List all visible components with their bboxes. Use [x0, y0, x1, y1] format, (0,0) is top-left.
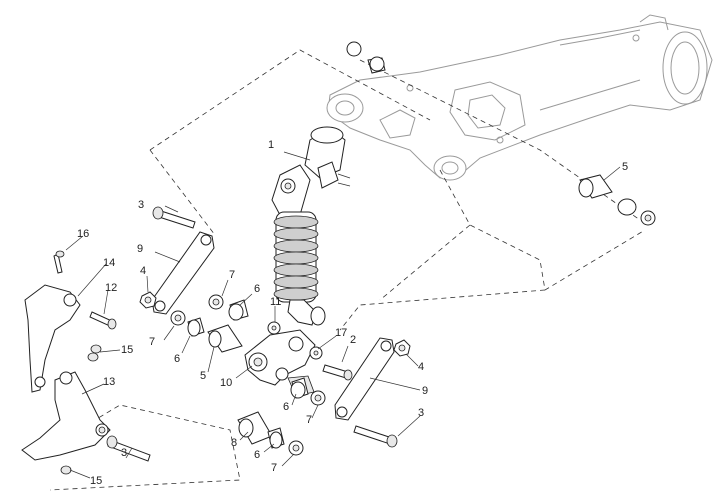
- callout-3: 3: [121, 447, 127, 459]
- left-bushings: [170, 294, 323, 360]
- nuts: [139, 291, 411, 357]
- callout-17: 17: [335, 327, 347, 339]
- callout-3: 3: [418, 407, 424, 419]
- callout-4: 4: [418, 361, 424, 373]
- callout-2: 2: [350, 334, 356, 346]
- footrest-bracket-upper: [24, 284, 81, 393]
- callout-14: 14: [103, 257, 115, 269]
- callout-10: 10: [220, 377, 232, 389]
- callout-7: 7: [271, 462, 277, 474]
- callout-9: 9: [137, 243, 143, 255]
- callout-5: 5: [200, 370, 206, 382]
- callout-7: 7: [149, 336, 155, 348]
- shock-spring: [273, 215, 319, 301]
- callout-labels: 1 3 9 4 7 6 7 6 5 10 11 17 2 4 9 3 6 7 8…: [77, 139, 628, 487]
- callout-16: 16: [77, 228, 89, 240]
- callout-15: 15: [90, 475, 102, 487]
- callout-12: 12: [105, 282, 117, 294]
- top-bushing: [346, 41, 386, 74]
- callout-8: 8: [231, 437, 237, 449]
- bolts: [53, 206, 398, 475]
- shock-absorber: [271, 126, 351, 326]
- swingarm-outline: [326, 14, 713, 181]
- footrest-bracket-lower: [21, 371, 111, 461]
- tie-rod-right: [334, 337, 395, 421]
- tie-rod-left: [151, 231, 215, 315]
- callout-3: 3: [138, 199, 144, 211]
- callout-5: 5: [622, 161, 628, 173]
- callout-7: 7: [306, 414, 312, 426]
- callout-6: 6: [254, 283, 260, 295]
- callout-13: 13: [103, 376, 115, 388]
- callout-1: 1: [268, 139, 274, 151]
- callout-11: 11: [270, 296, 281, 308]
- callout-9: 9: [422, 385, 428, 397]
- callout-6: 6: [174, 353, 180, 365]
- callout-7: 7: [229, 269, 235, 281]
- callout-4: 4: [140, 265, 146, 277]
- callout-6: 6: [254, 449, 260, 461]
- callout-15: 15: [121, 344, 133, 356]
- callout-6: 6: [283, 401, 289, 413]
- spacer-top-right: [578, 174, 656, 226]
- leader-lines: [65, 151, 621, 479]
- lower-bushings: [237, 377, 326, 456]
